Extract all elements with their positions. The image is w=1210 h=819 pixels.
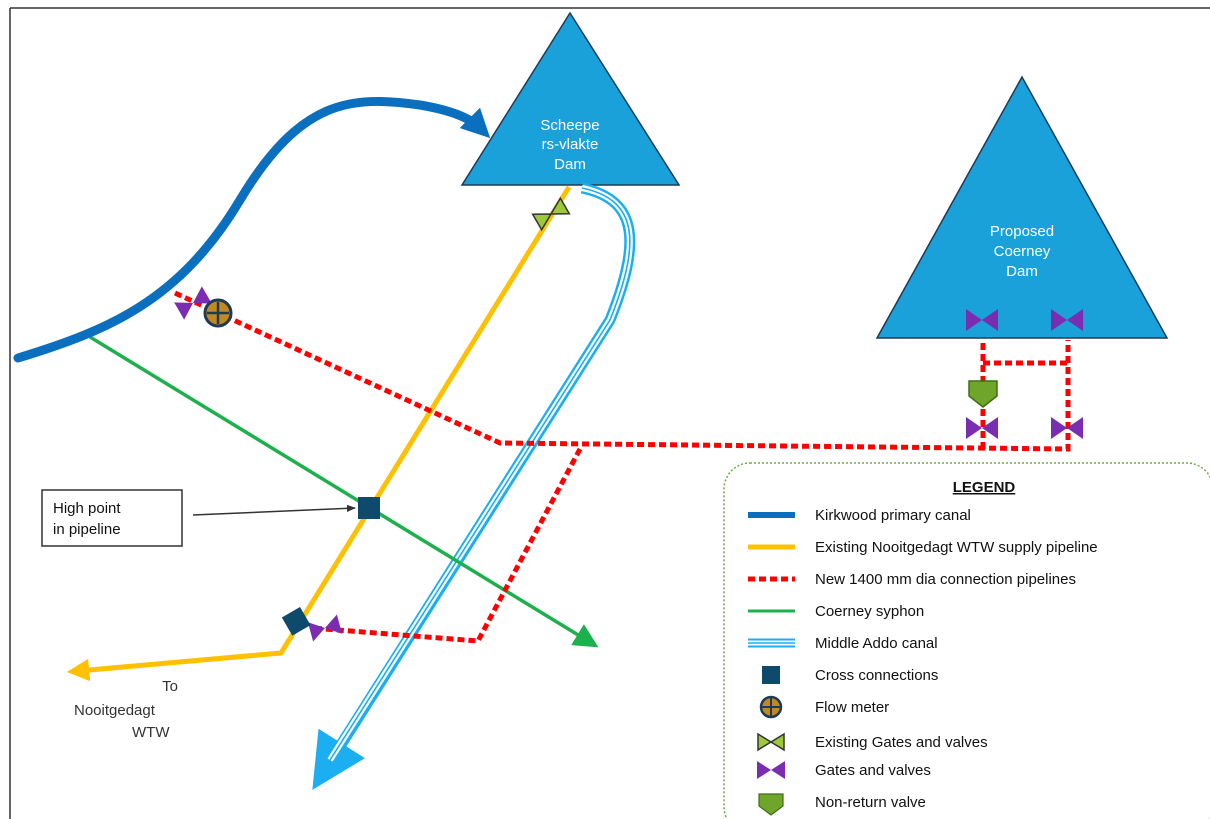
- legend-item-label: Cross connections: [815, 667, 938, 684]
- high-point-arrow: [192, 504, 356, 516]
- scheepersvlakte-dam-shape: [460, 11, 681, 186]
- coerney-dam-label-line-1: Proposed: [990, 223, 1054, 240]
- legend-item-label: Flow meter: [815, 699, 889, 716]
- non-return-valve-icon: [968, 380, 998, 408]
- high-point-callout-box: [41, 489, 183, 547]
- valve-icon: [174, 286, 212, 320]
- scheepersvlakte-dam-label-line-1: Scheepe: [540, 117, 599, 134]
- coerney-dam-label-line-3: Dam: [1006, 263, 1038, 280]
- existing-valve-icon: [531, 196, 571, 232]
- middle-addo-canal: [312, 182, 636, 790]
- cross-connection-icon: [281, 606, 311, 636]
- flow-meter-icon: [203, 298, 233, 328]
- legend-item-label: Gates and valves: [815, 762, 931, 779]
- legend-cross-connection-icon: [762, 666, 780, 684]
- legend-title: LEGEND: [953, 479, 1016, 496]
- valve-icon: [307, 614, 343, 642]
- legend-item-label: New 1400 mm dia connection pipelines: [815, 571, 1076, 588]
- high-point-callout-line-2: in pipeline: [53, 521, 121, 538]
- high-point-callout-line-1: High point: [53, 500, 121, 517]
- legend-item-label: Middle Addo canal: [815, 635, 938, 652]
- existing-nooitgedagt-pipeline: [66, 185, 572, 682]
- destination-label-line-1: To: [162, 678, 178, 695]
- high-point-callout: High point in pipeline: [41, 489, 356, 547]
- destination-label-line-3: WTW: [132, 724, 170, 741]
- kirkwood-primary-canal: [13, 96, 491, 363]
- legend-item-label: Kirkwood primary canal: [815, 507, 971, 524]
- new-connection-pipelines: [173, 290, 1071, 644]
- scheepersvlakte-dam-label-line-3: Dam: [554, 156, 586, 173]
- legend-item-label: Non-return valve: [815, 794, 926, 811]
- valve-icon: [1051, 309, 1083, 331]
- legend-valve-icon: [757, 761, 785, 779]
- legend-item-label: Existing Gates and valves: [815, 734, 988, 751]
- valve-icon: [966, 417, 998, 439]
- legend-flow-meter-icon: [759, 695, 783, 719]
- valve-icon: [1051, 417, 1083, 439]
- coerney-dam-shape: [875, 75, 1169, 339]
- legend-non-return-valve-icon: [758, 793, 784, 816]
- legend-box: [723, 462, 1210, 819]
- legend: LEGEND Kirkwood primary canal Existing N…: [723, 462, 1210, 819]
- coerney-dam-label-line-2: Coerney: [994, 243, 1051, 260]
- cross-connection-icon: [358, 497, 380, 519]
- scheepersvlakte-dam-label-line-2: rs-vlakte: [542, 136, 599, 153]
- valve-icon: [966, 309, 998, 331]
- coerney-dam: Proposed Coerney Dam: [875, 75, 1169, 339]
- legend-item-label: Existing Nooitgedagt WTW supply pipeline: [815, 539, 1098, 556]
- scheepersvlakte-dam: Scheepe rs-vlakte Dam: [460, 11, 681, 186]
- destination-label: To Nooitgedagt WTW: [74, 678, 178, 741]
- legend-existing-valve-icon: [757, 732, 785, 752]
- legend-item-label: Coerney syphon: [815, 603, 924, 620]
- destination-label-line-2: Nooitgedagt: [74, 702, 156, 719]
- coerney-syphon: [89, 335, 599, 648]
